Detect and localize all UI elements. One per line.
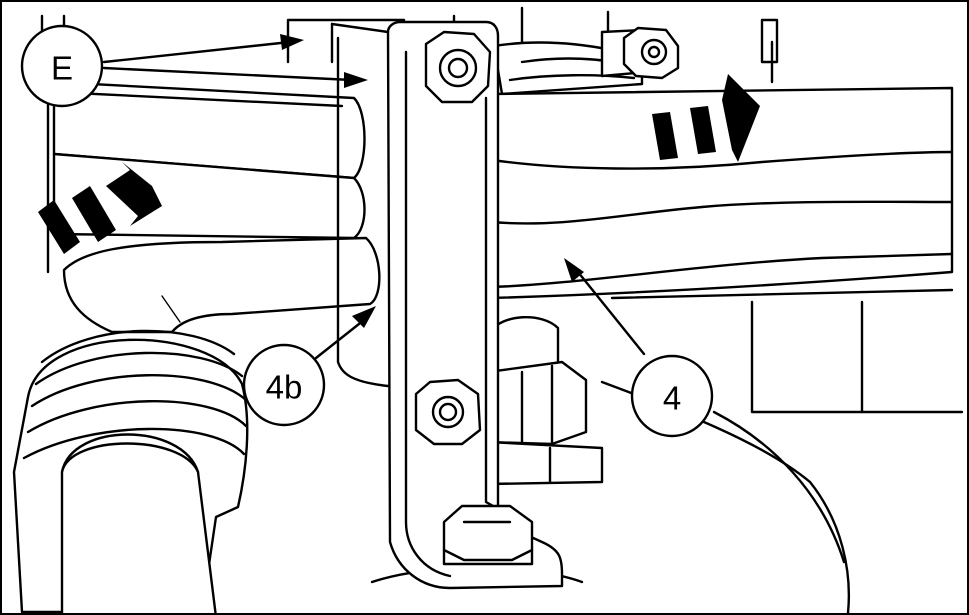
lower-bolt [442,504,534,566]
callout-e-label: E [51,50,73,87]
hose-4b [62,236,381,334]
callout-4b-label: 4b [266,369,303,406]
upper-bolt [424,30,492,104]
vertical-strap [330,20,564,590]
flow-arrow-icon [652,74,760,162]
lower-hardware [370,316,850,613]
callout-e: E [20,24,104,108]
callout-4b: 4b [242,343,326,427]
callout-4-leader [564,258,646,356]
callout-4-label: 4 [663,380,681,417]
callout-e-leader [102,34,368,88]
clamp-bolt [622,26,680,80]
middle-bolt [414,378,482,446]
corrugated-coupling [12,329,249,613]
flow-arrow-icon [38,162,162,254]
callout-4b-leader [314,306,376,360]
callout-4: 4 [630,354,714,438]
hose-4 [490,86,964,414]
